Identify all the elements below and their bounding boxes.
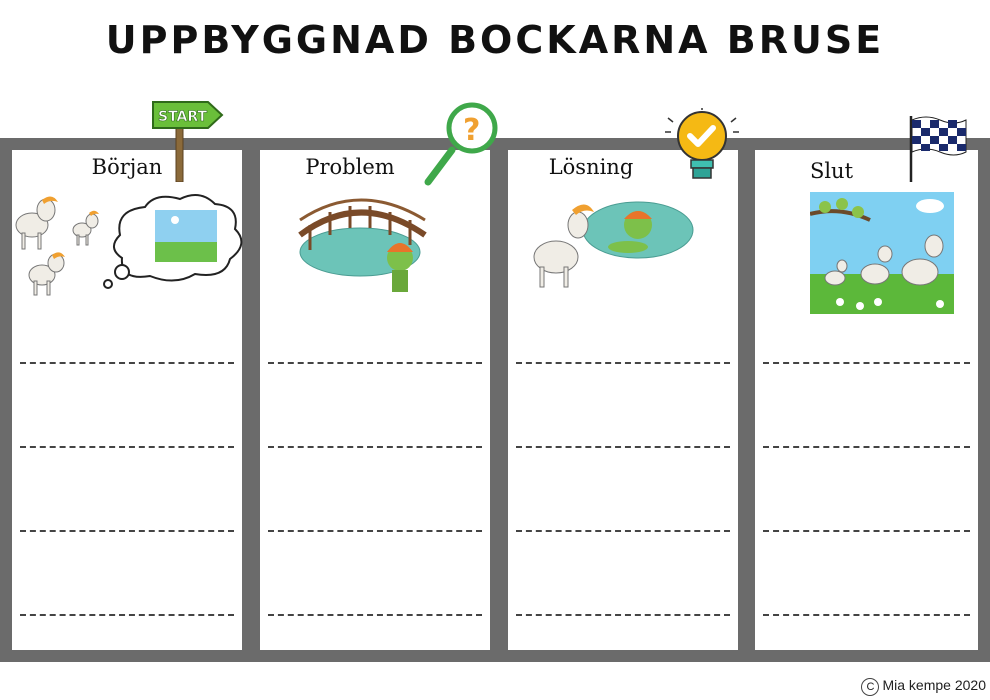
checkered-flag-icon (909, 116, 967, 182)
writing-line (20, 446, 234, 448)
column-title-slut: Slut (809, 159, 854, 183)
writing-line (763, 362, 970, 364)
start-sign-icon: START (152, 101, 224, 182)
meadow-goats-illustration (810, 192, 954, 314)
goat-troll-pond-illustration (533, 201, 694, 288)
column-title-losning: Lösning (548, 155, 634, 179)
writing-line (20, 614, 234, 616)
writing-line (763, 446, 970, 448)
story-board: Början Problem (0, 138, 990, 662)
column-losning: Lösning (508, 150, 738, 650)
writing-line (516, 530, 730, 532)
copyright-symbol: C (861, 678, 880, 696)
writing-line (20, 362, 234, 364)
writing-line (516, 446, 730, 448)
writing-line (268, 362, 482, 364)
start-sign-text: START (158, 109, 208, 125)
lightbulb-check-icon (665, 108, 739, 179)
bridge-troll-illustration (298, 198, 427, 292)
column-title-problem: Problem (305, 155, 395, 179)
writing-line (516, 614, 730, 616)
writing-line (763, 614, 970, 616)
column-problem: Problem (260, 150, 490, 650)
page-title: UPPBYGGNAD BOCKARNA BRUSE (105, 18, 885, 62)
writing-line (268, 530, 482, 532)
goats-illustration (15, 196, 99, 296)
copyright-text: Mia kempe 2020 (882, 677, 986, 693)
writing-line (516, 362, 730, 364)
writing-line (20, 530, 234, 532)
writing-line (268, 614, 482, 616)
column-slut: Slut (755, 150, 978, 650)
writing-line (268, 446, 482, 448)
writing-line (763, 530, 970, 532)
question-mark: ? (463, 113, 480, 148)
question-magnifier-icon: ? (424, 102, 498, 186)
thought-bubble-illustration (103, 194, 243, 289)
column-title-borjan: Början (91, 155, 163, 179)
column-borjan: Början (12, 150, 243, 650)
